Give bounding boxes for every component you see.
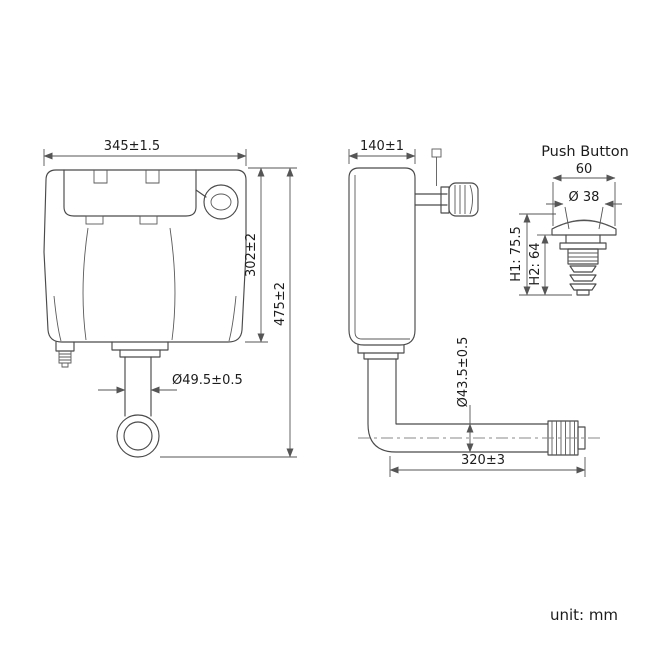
dim-button-diameter: Ø 38 (546, 190, 622, 230)
button-barb-1 (569, 265, 597, 273)
body-contour-right (169, 227, 176, 341)
body-contour-corner-right (228, 295, 237, 342)
inlet-fitting (55, 341, 75, 352)
outlet-flange (111, 341, 169, 351)
dim-button-diameter-label: Ø 38 (569, 190, 600, 205)
dim-body-height-label: 302±2 (244, 233, 259, 277)
recess-tab-right (145, 170, 160, 184)
button-barb-2 (569, 274, 597, 282)
pipe-end-cap (577, 426, 586, 450)
valve-knob-end (469, 184, 473, 215)
dim-h2-label: H2: 64 (528, 242, 543, 285)
inlet-cap-outer (203, 184, 239, 220)
dim-depth-label: 140±1 (360, 139, 404, 154)
dim-front-width-label: 345±1.5 (104, 139, 160, 154)
dim-total-height: 475±2 (160, 167, 297, 458)
valve-pin-cap (431, 148, 442, 158)
dim-depth: 140±1 (348, 139, 416, 164)
dim-front-width: 345±1.5 (43, 139, 247, 166)
body-contour-corner-left (53, 295, 62, 342)
elbow-pipe-outer (367, 358, 549, 453)
recess-lug-left (85, 215, 104, 225)
dim-outlet-diameter-label: Ø49.5±0.5 (172, 373, 243, 388)
outlet-ring-inner (123, 421, 153, 451)
lid-recess (63, 169, 197, 217)
outlet-ring-outer (116, 414, 160, 458)
push-button-title: Push Button (541, 144, 629, 160)
recess-lug-right (139, 215, 158, 225)
dim-button-width: 60 (552, 162, 616, 226)
body-contour-left (82, 227, 89, 341)
button-body (567, 248, 599, 265)
valve-knob (448, 182, 479, 217)
side-view: 140±1 Ø43.5±0.5 320±3 (348, 139, 600, 477)
recess-tab-left (93, 170, 108, 184)
float-lever-line (195, 189, 207, 198)
elbow-pipe-inner (395, 358, 549, 425)
button-tube-end (576, 289, 590, 296)
valve-connector (440, 186, 450, 214)
dim-outlet-diameter: Ø49.5±0.5 (98, 373, 243, 394)
button-body-threads (568, 252, 598, 262)
button-barb-3 (569, 283, 597, 291)
side-step (363, 352, 399, 360)
outlet-step (119, 349, 161, 358)
dim-pipe-length: 320±3 (389, 453, 586, 477)
dim-pipe-diameter-label: Ø43.5±0.5 (456, 337, 471, 408)
inlet-cap-inner (210, 193, 232, 211)
dim-h1-label: H1: 75.5 (509, 226, 524, 282)
inlet-fitting-thread (58, 351, 72, 368)
push-button-detail: Push Button 60 Ø 38 (509, 144, 629, 296)
side-flange (357, 344, 405, 354)
tank-outline (43, 169, 247, 343)
dim-pipe-length-label: 320±3 (461, 453, 505, 468)
dim-body-height: 302±2 (244, 167, 268, 343)
button-collar (559, 242, 607, 250)
side-tank-outline (348, 167, 416, 346)
dim-total-height-label: 475±2 (273, 282, 288, 326)
button-cap-inner (558, 219, 610, 227)
front-view: 345±1.5 302±2 475±2 Ø49.5±0.5 (43, 139, 297, 458)
dim-h2: H2: 64 (528, 234, 552, 296)
dim-pipe-diameter: Ø43.5±0.5 (456, 337, 474, 453)
button-cap (551, 220, 617, 236)
unit-label: unit: mm (550, 606, 618, 624)
dim-button-width-label: 60 (576, 162, 593, 177)
side-tank-inner (354, 175, 410, 340)
